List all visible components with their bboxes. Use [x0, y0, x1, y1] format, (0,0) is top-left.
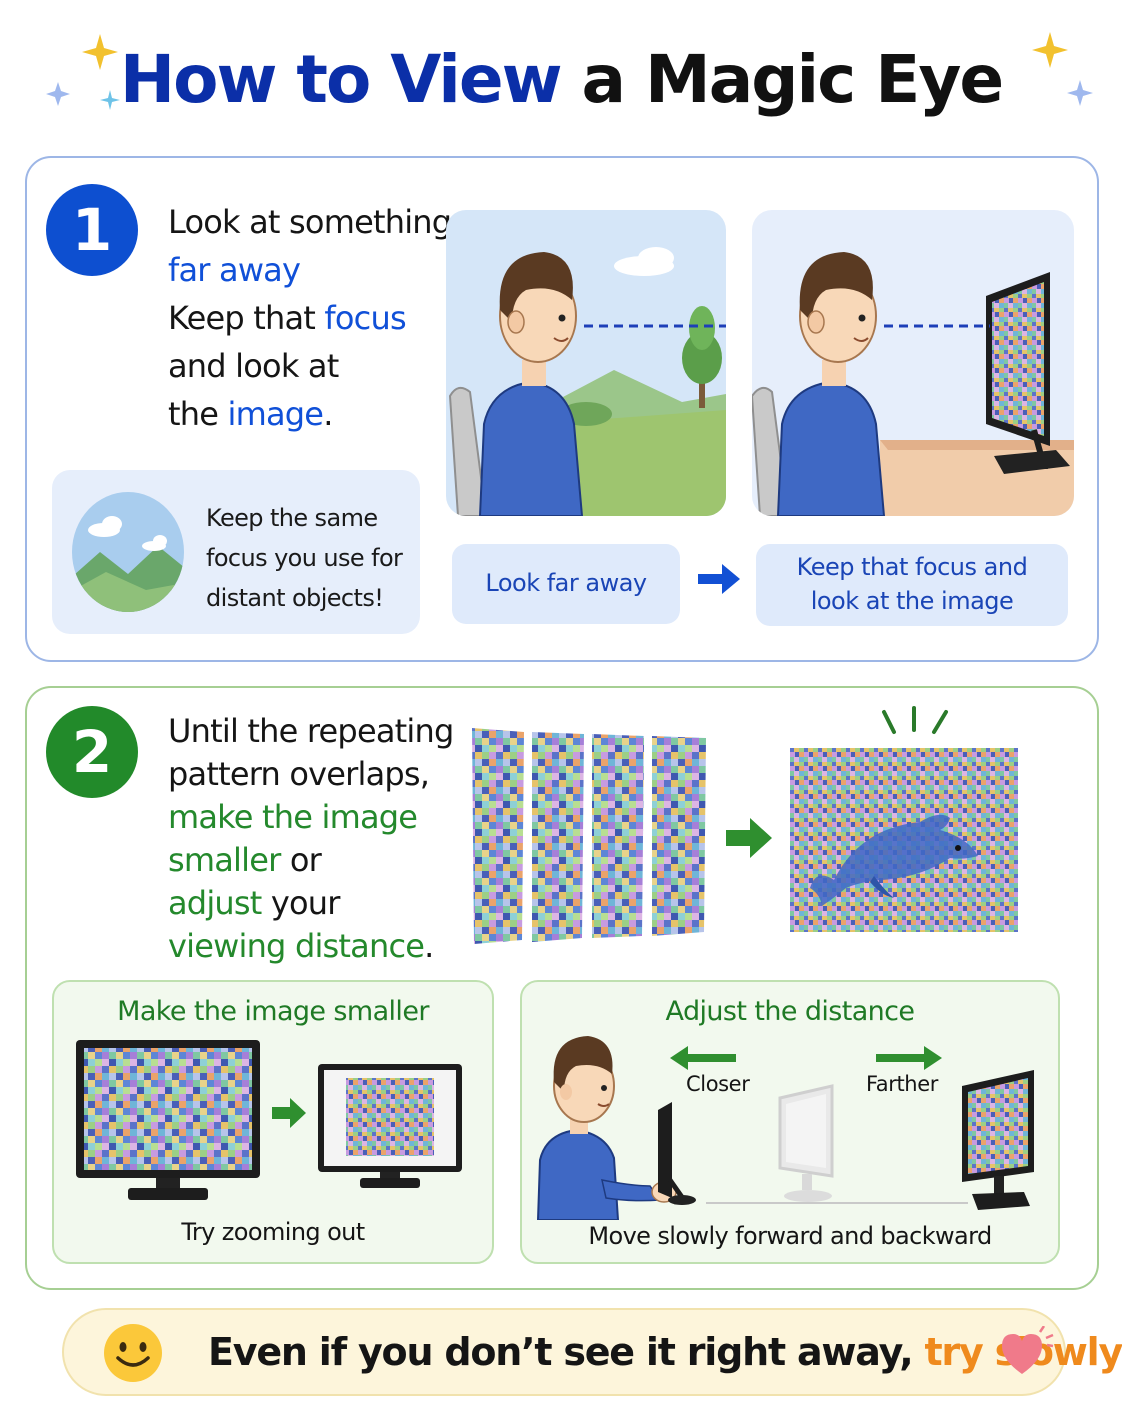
arrow-right-icon — [272, 1098, 306, 1128]
title-part2: a Magic Eye — [581, 41, 1005, 118]
step2-line: adjust your — [168, 882, 453, 925]
small-image-monitor-icon — [318, 1064, 462, 1188]
sparkle-icon — [46, 34, 120, 110]
arrow-right-icon — [876, 1046, 942, 1070]
hidden-dolphin-image — [790, 748, 1018, 932]
footer-banner: Even if you don’t see it right away, try… — [62, 1308, 1122, 1396]
line-text: the — [168, 395, 228, 433]
footer-plain: Even if you don’t see it right away, — [208, 1330, 925, 1374]
heart-icon — [1002, 1326, 1054, 1374]
arrow-right-icon — [726, 818, 772, 858]
pill-line: look at the image — [810, 587, 1014, 615]
scene-look-at-image — [752, 210, 1074, 516]
step1-instruction: Look at something far away Keep that foc… — [168, 198, 452, 438]
line-text: Look at something — [168, 203, 452, 241]
look-far-label: Look far away — [452, 544, 680, 624]
scene-look-far — [446, 210, 726, 516]
line-highlight: adjust — [168, 884, 262, 922]
step2-line: smaller or — [168, 839, 453, 882]
line-text: and look at — [168, 347, 339, 385]
make-smaller-title: Make the image smaller — [117, 996, 429, 1027]
line-highlight: make the image — [168, 798, 418, 836]
step1-line: Keep that focus — [168, 294, 451, 342]
large-monitor-icon — [76, 1040, 260, 1200]
tip-line: focus you use for — [206, 544, 403, 572]
footer-text: Even if you don’t see it right away, try… — [208, 1330, 1122, 1374]
page-title: How to View a Magic Eye — [0, 30, 1122, 130]
sparkle-icon — [1032, 32, 1093, 106]
title-part1: How to View — [119, 41, 563, 118]
arrow-right-icon — [698, 564, 740, 594]
step2-instruction: Until the repeating pattern overlaps, ma… — [168, 710, 454, 968]
step2-line: pattern overlaps, — [168, 753, 453, 796]
reveal-burst-icon — [882, 706, 948, 734]
tip-box: Keep the same focus you use for distant … — [52, 470, 420, 634]
step1-line: and look at — [168, 342, 451, 390]
line-tail: your — [261, 884, 341, 922]
move-slowly-caption: Move slowly forward and backward — [588, 1222, 992, 1250]
tip-line: distant objects! — [206, 584, 384, 612]
step2-line: viewing distance. — [168, 925, 453, 968]
person-at-monitor-illustration — [536, 1036, 696, 1220]
adjust-distance-title: Adjust the distance — [665, 996, 915, 1027]
distance-line — [706, 1202, 968, 1204]
closer-label: Closer — [686, 1072, 750, 1096]
step2-line: Until the repeating — [168, 710, 454, 753]
line-tail: . — [424, 927, 434, 965]
zoom-out-caption: Try zooming out — [181, 1218, 365, 1246]
step1-line: far away — [168, 246, 451, 294]
line-highlight: image — [227, 395, 324, 433]
repeating-pattern-strips — [472, 728, 706, 944]
line-tail: . — [323, 395, 333, 433]
far-monitor-icon — [962, 1070, 1034, 1210]
line-highlight: focus — [324, 299, 406, 337]
keep-focus-label: Keep that focus and look at the image — [756, 544, 1068, 626]
ghost-monitor-icon — [778, 1084, 834, 1202]
tip-line: Keep the same — [206, 504, 378, 532]
step1-number: 1 — [46, 184, 138, 276]
tip-text: Keep the same focus you use for distant … — [206, 498, 403, 618]
step2-number: 2 — [46, 706, 138, 798]
pill-line: Keep that focus and — [796, 553, 1028, 581]
line-highlight: far away — [168, 251, 301, 289]
line-text: pattern overlaps, — [168, 755, 430, 793]
smiley-icon — [104, 1324, 162, 1382]
line-highlight: smaller — [168, 841, 281, 879]
step2-line: make the image — [168, 796, 453, 839]
landscape-icon — [72, 492, 184, 612]
line-highlight: viewing distance — [168, 927, 425, 965]
step1-line: Look at something — [168, 198, 452, 246]
arrow-left-icon — [670, 1046, 736, 1070]
line-text: Until the repeating — [168, 712, 454, 750]
farther-label: Farther — [866, 1072, 938, 1096]
step1-line: the image. — [168, 390, 451, 438]
line-text: Keep that — [168, 299, 325, 337]
line-tail: or — [280, 841, 322, 879]
